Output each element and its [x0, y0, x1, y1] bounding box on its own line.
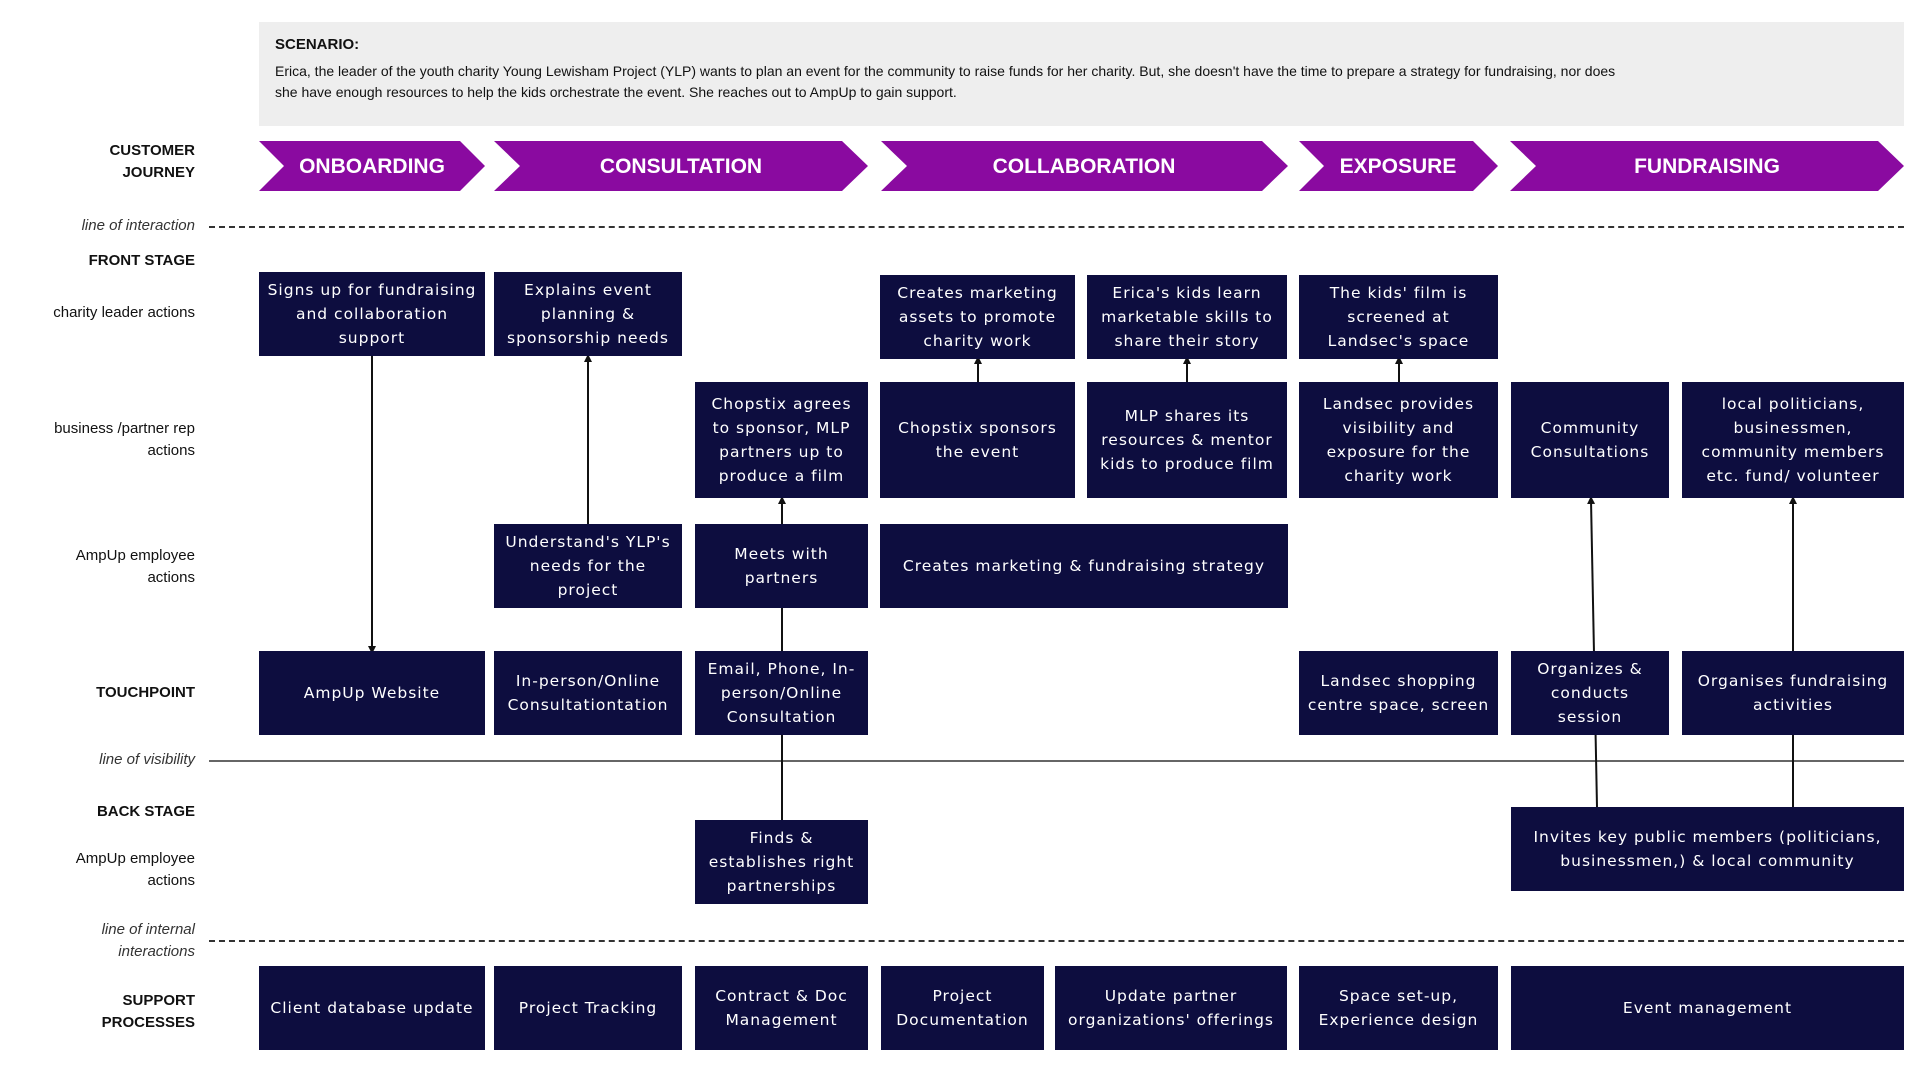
label-support-line2: PROCESSES	[101, 1014, 195, 1031]
support-contract-doc: Contract & Doc Management	[695, 966, 868, 1050]
label-customer-journey-line2: JOURNEY	[122, 164, 195, 181]
support-update-partner: Update partner organizations' offerings	[1055, 966, 1287, 1050]
support-client-database: Client database update	[259, 966, 485, 1050]
touchpoint-landsec-space: Landsec shopping centre space, screen	[1299, 651, 1498, 735]
label-ampup-back-line1: AmpUp employee	[75, 850, 195, 867]
ampup-action-creates-strategy: Creates marketing & fundraising strategy	[880, 524, 1288, 608]
touchpoint-organizes-session: Organizes & conducts session	[1511, 651, 1669, 735]
label-line-of-interaction: line of interaction	[81, 217, 195, 234]
label-line-of-internal-interactions: line of internal interactions	[25, 919, 195, 963]
label-line-internal-line1: line of internal	[101, 921, 195, 938]
label-ampup-front-line2: actions	[147, 569, 195, 586]
ampup-action-meets-partners: Meets with partners	[695, 524, 868, 608]
journey-onboarding: ONBOARDING	[299, 155, 445, 178]
scenario-line-2: she have enough resources to help the ki…	[275, 84, 957, 100]
label-partner-actions: business /partner rep actions	[25, 418, 195, 462]
touchpoint-ampup-website: AmpUp Website	[259, 651, 485, 735]
label-customer-journey-line1: CUSTOMER	[109, 142, 195, 159]
label-back-stage: BACK STAGE	[96, 803, 195, 820]
charity-action-signs-up: Signs up for fundraising and collaborati…	[259, 272, 485, 356]
touchpoint-consultation: In-person/Online Consultationtation	[494, 651, 682, 735]
label-charity-leader-actions: charity leader actions	[53, 304, 195, 321]
line-of-internal-interactions	[209, 940, 1904, 942]
label-ampup-back-line2: actions	[147, 872, 195, 889]
label-ampup-front-actions: AmpUp employee actions	[25, 545, 195, 589]
partner-action-community-consultations: Community Consultations	[1511, 382, 1669, 498]
charity-action-kids-learn: Erica's kids learn marketable skills to …	[1087, 275, 1287, 359]
label-support-processes: SUPPORT PROCESSES	[25, 990, 195, 1034]
journey-fundraising-arrow	[1510, 141, 1904, 191]
label-support-line1: SUPPORT	[122, 992, 195, 1009]
journey-exposure: EXPOSURE	[1340, 155, 1457, 178]
journey-exposure-arrow	[1299, 141, 1498, 191]
journey-consultation-arrow	[494, 141, 868, 191]
label-partner-line1: business /partner rep	[54, 420, 195, 437]
label-line-internal-line2: interactions	[118, 943, 195, 960]
charity-action-film-screened: The kids' film is screened at Landsec's …	[1299, 275, 1498, 359]
partner-action-landsec-provides: Landsec provides visibility and exposure…	[1299, 382, 1498, 498]
charity-action-explains-needs: Explains event planning & sponsorship ne…	[494, 272, 682, 356]
support-space-setup: Space set-up, Experience design	[1299, 966, 1498, 1050]
label-line-of-visibility: line of visibility	[99, 751, 195, 768]
journey-collaboration-arrow	[881, 141, 1288, 191]
support-event-management: Event management	[1511, 966, 1904, 1050]
partner-action-chopstix-sponsors: Chopstix sponsors the event	[880, 382, 1075, 498]
touchpoint-email-phone: Email, Phone, In-person/Online Consultat…	[695, 651, 868, 735]
line-of-visibility	[209, 760, 1904, 762]
support-project-documentation: Project Documentation	[881, 966, 1044, 1050]
label-ampup-back-actions: AmpUp employee actions	[25, 848, 195, 892]
scenario-title: SCENARIO:	[275, 36, 360, 53]
label-touchpoint: TOUCHPOINT	[96, 684, 195, 701]
partner-action-chopstix-agrees: Chopstix agrees to sponsor, MLP partners…	[695, 382, 868, 498]
partner-action-locals-fund: local politicians, businessmen, communit…	[1682, 382, 1904, 498]
charity-action-creates-assets: Creates marketing assets to promote char…	[880, 275, 1075, 359]
scenario-panel: SCENARIO: Erica, the leader of the youth…	[259, 22, 1904, 126]
line-of-interaction	[209, 226, 1904, 228]
journey-collaboration: COLLABORATION	[993, 155, 1176, 178]
label-front-stage: FRONT STAGE	[88, 252, 195, 269]
label-ampup-front-line1: AmpUp employee	[75, 547, 195, 564]
journey-fundraising: FUNDRAISING	[1634, 155, 1780, 178]
journey-onboarding-arrow	[259, 141, 485, 191]
support-project-tracking: Project Tracking	[494, 966, 682, 1050]
label-customer-journey: CUSTOMER JOURNEY	[25, 140, 195, 184]
journey-consultation: CONSULTATION	[600, 155, 762, 178]
backstage-finds-partnerships: Finds & establishes right partnerships	[695, 820, 868, 904]
partner-action-mlp-shares: MLP shares its resources & mentor kids t…	[1087, 382, 1287, 498]
touchpoint-fundraising-activities: Organises fundraising activities	[1682, 651, 1904, 735]
backstage-invites-public: Invites key public members (politicians,…	[1511, 807, 1904, 891]
label-partner-line2: actions	[147, 442, 195, 459]
ampup-action-understands-needs: Understand's YLP's needs for the project	[494, 524, 682, 608]
scenario-line-1: Erica, the leader of the youth charity Y…	[275, 63, 1616, 79]
